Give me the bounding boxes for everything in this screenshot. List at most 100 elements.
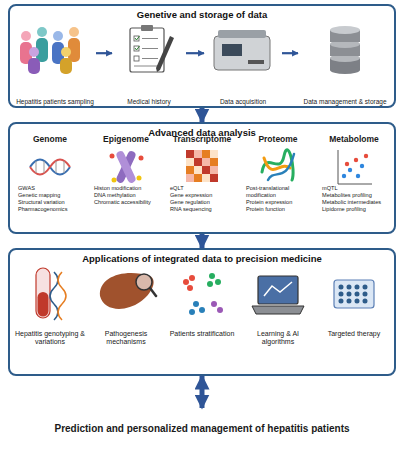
cluster-dot: [207, 281, 213, 287]
person-head: [29, 47, 39, 57]
node-label: Pathogenesis mechanisms: [88, 262, 164, 347]
omics-column: GenomeGWASGenetic mappingStructural vari…: [12, 134, 88, 232]
sequencer-slot: [248, 60, 264, 64]
disk-bottom: [330, 66, 360, 74]
panel-box: Applications of integrated data to preci…: [8, 248, 396, 376]
node-label: Applications of integrated data to preci…: [10, 250, 394, 264]
sequencer-screen: [222, 44, 242, 56]
plate-wells: [341, 287, 365, 301]
omics-column: EpigenomeHiston modificationDNA methylat…: [88, 134, 164, 232]
person-body: [60, 58, 72, 74]
flow-arrow: [200, 108, 205, 122]
cluster-dot: [199, 307, 205, 313]
cluster-dot: [189, 309, 195, 315]
checkbox: [134, 56, 139, 61]
metabolite-dot: [345, 162, 349, 166]
disk-top: [330, 40, 360, 48]
flow-arrow: [186, 52, 204, 54]
application-box: Targeted therapy: [316, 262, 392, 372]
node-label: Medical history: [127, 98, 170, 106]
node-detail: Metabolites profiling: [316, 192, 392, 199]
flow-arrow: [200, 376, 205, 408]
node-label: Data acquisition: [220, 98, 266, 106]
node-detail: eQLT: [164, 185, 240, 192]
node-label: Hepatitis genotyping & variations: [12, 262, 88, 347]
methyl-mark: [110, 154, 115, 159]
step-box: Medical history: [112, 18, 186, 106]
node-detail: Structural variation: [12, 199, 88, 206]
heatmap-cell: [186, 166, 194, 174]
panel-box: Advanced data analysisGenomeGWASGenetic …: [8, 122, 396, 234]
step-box: Data management & storage: [298, 18, 392, 106]
heatmap-cell: [194, 166, 202, 174]
flow-arrow: [200, 234, 205, 248]
pencil: [156, 36, 174, 72]
sequencer-lid: [218, 30, 266, 38]
heatmap-cell: [186, 158, 194, 166]
heatmap-cell: [202, 150, 210, 158]
node-label: Genetive and storage of data: [10, 6, 394, 20]
person-head: [69, 27, 79, 37]
disk-top: [330, 26, 360, 34]
heatmap-cell: [202, 158, 210, 166]
methyl-mark: [137, 176, 142, 181]
heatmap-cell: [194, 174, 202, 182]
node-detail: RNA sequencing: [164, 206, 240, 213]
node-detail: mQTL: [316, 185, 392, 192]
omics-column: ProteomePost-translational modificationP…: [240, 134, 316, 232]
node-label: Proteome: [240, 134, 316, 145]
chromosome-arm: [115, 150, 137, 184]
person-head: [61, 47, 71, 57]
node-detail: Gene expression: [164, 192, 240, 199]
node-label: Patients stratification: [164, 262, 240, 338]
dna-strand: [30, 160, 70, 175]
node-label: Transcriptome: [164, 134, 240, 145]
dna-rungs: [36, 161, 64, 173]
person-head: [53, 31, 63, 41]
laptop-screen: [258, 276, 298, 304]
checkbox: [134, 36, 139, 41]
liver-organ: [100, 273, 154, 309]
node-label: Prediction and personalized management o…: [54, 423, 349, 434]
step-box: Hepatitis patients sampling: [14, 18, 96, 106]
panel-box: Genetive and storage of dataHepatitis pa…: [8, 4, 396, 108]
node-detail: GWAS: [12, 185, 88, 192]
node-detail: Genetic mapping: [12, 192, 88, 199]
tube-sample: [38, 292, 49, 317]
node-detail: Pharmacogenomics: [12, 206, 88, 213]
person-body: [20, 42, 32, 64]
check-marks: [135, 36, 140, 50]
metabolite-dot: [356, 174, 360, 178]
heatmap-cell: [210, 150, 218, 158]
clipboard-clip: [141, 25, 153, 31]
magnifier-lens: [136, 274, 152, 290]
heatmap-cell: [194, 150, 202, 158]
disk-body: [330, 44, 360, 56]
outcome-box: Prediction and personalized management o…: [8, 408, 396, 448]
dna-strand: [30, 160, 70, 175]
application-box: Hepatitis genotyping & variations: [12, 262, 88, 372]
cluster-dot: [187, 285, 193, 291]
node-detail: Histon modification: [88, 185, 164, 192]
person-body: [36, 38, 48, 62]
cluster-dot: [209, 273, 215, 279]
heatmap-cell: [186, 150, 194, 158]
node-detail: Post-translational modification: [240, 185, 316, 199]
node-detail: Gene regulation: [164, 199, 240, 206]
flow-arrow: [96, 52, 112, 54]
metabolite-dot: [364, 154, 368, 158]
person-head: [37, 27, 47, 37]
heatmap-cell: [202, 174, 210, 182]
dna-strand: [50, 272, 58, 320]
disk-top: [330, 54, 360, 62]
laptop-base: [252, 306, 304, 314]
person-body: [52, 42, 64, 64]
node-detail: DNA methylation: [88, 192, 164, 199]
application-box: Learning & AI algorithms: [240, 262, 316, 372]
person-body: [68, 38, 80, 62]
protein-ribbon: [262, 150, 293, 180]
person-head: [21, 31, 31, 41]
cluster-dot: [189, 275, 195, 281]
